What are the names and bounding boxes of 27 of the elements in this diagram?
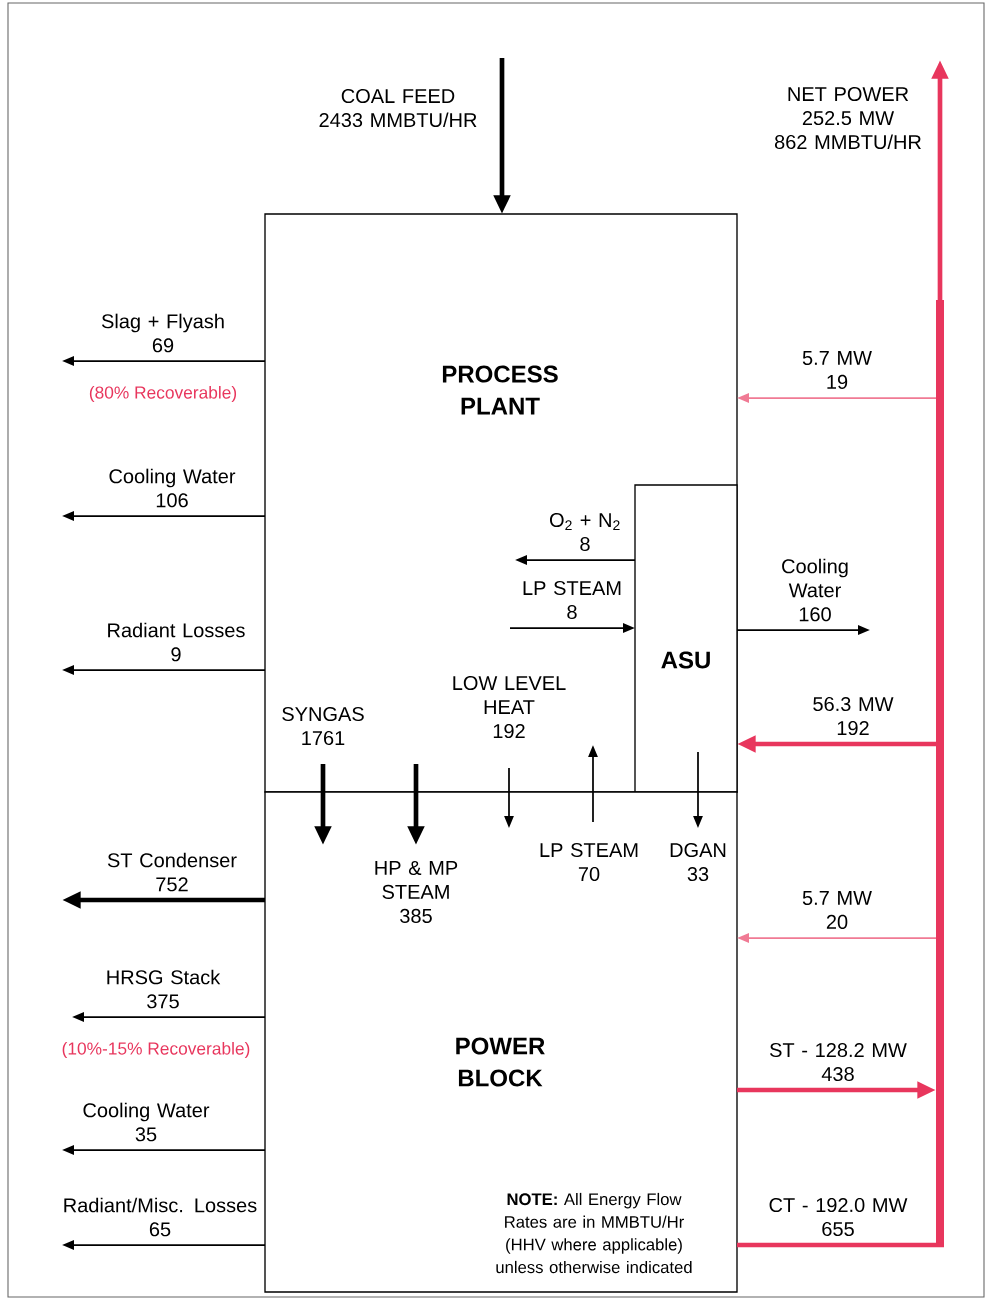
flow-line bbox=[737, 1242, 944, 1248]
edge-label: Cooling Water 106 bbox=[103, 467, 241, 509]
edge-label: CT - 192.0 MW 655 bbox=[764, 1196, 912, 1238]
edge-label: LP STEAM 8 bbox=[517, 579, 627, 621]
edge-label: COAL FEED 2433 MMBTU/HR bbox=[313, 87, 483, 129]
edge-label: HP & MP STEAM 385 bbox=[370, 859, 462, 925]
edge-label: ST Condenser 752 bbox=[101, 851, 243, 893]
edge-label: Slag + Flyash 69 bbox=[97, 312, 229, 354]
edge-label: SYNGAS 1761 bbox=[276, 705, 370, 747]
edge-label: HRSG Stack 375 bbox=[100, 968, 226, 1010]
edge-label: 5.7 MW 19 bbox=[797, 349, 877, 391]
edge-label: Cooling Water 160 bbox=[777, 557, 853, 623]
process-box: ASU bbox=[634, 484, 738, 793]
edge-label: ST - 128.2 MW 438 bbox=[764, 1041, 912, 1083]
note-text: (80% Recoverable) bbox=[89, 385, 237, 403]
edge-label: NET POWER 252.5 MW 862 MMBTU/HR bbox=[769, 85, 927, 151]
edge-label: LOW LEVEL HEAT 192 bbox=[447, 674, 571, 740]
edge-label: LP STEAM 70 bbox=[534, 841, 644, 883]
edge-label: DGAN 33 bbox=[664, 841, 732, 883]
edge-label: O$_{2}$ + N$_{2}$ 8 bbox=[545, 511, 625, 553]
edge-label: Cooling Water 35 bbox=[77, 1101, 215, 1143]
edge-label: 56.3 MW 192 bbox=[807, 695, 899, 737]
edge-label: 5.7 MW 20 bbox=[797, 889, 877, 931]
edge-label: Radiant Losses 9 bbox=[102, 621, 250, 663]
bus-bar bbox=[936, 300, 944, 1245]
note-text: NOTE: All Energy Flow Rates are in MMBTU/Hr (HHV where applicable) unless otherwise indicated bbox=[496, 1192, 692, 1274]
edge-label: Radiant/Misc. Losses 65 bbox=[58, 1196, 262, 1238]
